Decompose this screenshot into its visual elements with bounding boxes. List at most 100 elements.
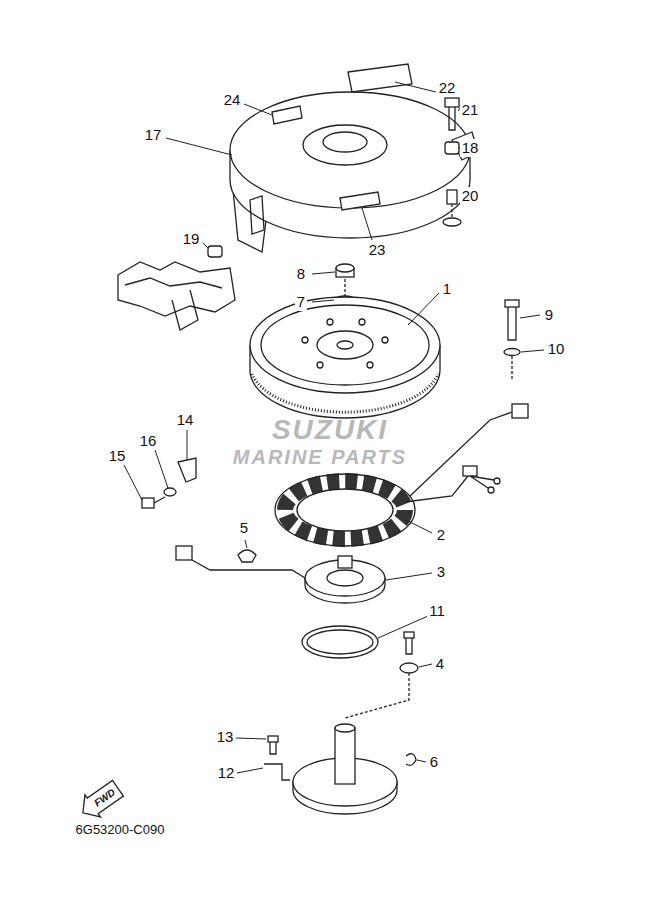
leader-line — [406, 520, 432, 533]
flywheel — [317, 331, 373, 359]
flywheel-bolt — [504, 349, 520, 356]
cover-fasteners — [445, 142, 459, 154]
leader-line — [378, 616, 428, 638]
side-fasteners — [142, 458, 196, 508]
cover-fasteners — [449, 107, 455, 130]
side-fasteners — [178, 458, 196, 482]
engine-bracket — [118, 262, 235, 316]
base-plate — [406, 638, 412, 654]
arrow-outline — [75, 777, 126, 824]
pulser-coil — [238, 550, 256, 562]
base-plate — [400, 663, 418, 673]
callout-number: 22 — [437, 79, 458, 98]
flywheel — [359, 319, 365, 325]
base-plate — [264, 764, 290, 780]
flywheel — [337, 341, 353, 349]
side-fasteners — [142, 498, 154, 508]
flywheel-cover — [323, 132, 367, 152]
pulser-coil — [176, 546, 192, 560]
direction-arrow: FWD — [77, 780, 123, 820]
base-plate — [335, 724, 355, 732]
watermark: SUZUKI — [270, 414, 390, 447]
callout-number: 9 — [543, 306, 555, 325]
cover-fasteners — [447, 190, 457, 204]
base-plate — [404, 632, 414, 638]
callout-number: 18 — [460, 139, 481, 158]
leader-line — [166, 138, 232, 155]
leader-line — [245, 540, 247, 548]
pulser-coil — [176, 546, 385, 603]
flywheel-cover — [230, 92, 470, 208]
callout-number: 21 — [460, 101, 481, 120]
flywheel-cover — [348, 64, 412, 92]
flywheel-cover — [250, 196, 264, 234]
leader-line — [124, 465, 142, 500]
flywheel — [261, 305, 429, 385]
callout-number: 14 — [175, 411, 196, 430]
leader-line — [419, 664, 432, 667]
leader-line — [520, 315, 540, 318]
callout-number: 16 — [138, 432, 159, 451]
engine-bracket — [172, 290, 198, 330]
leader-line — [236, 738, 266, 739]
leader-line — [312, 300, 334, 302]
leader-line — [187, 430, 188, 460]
callout-number: 19 — [181, 230, 202, 249]
callout-number: 10 — [546, 340, 567, 359]
callout-number: 24 — [222, 91, 243, 110]
callout-number: 7 — [295, 293, 307, 312]
leader-line — [395, 82, 436, 92]
callout-number: 17 — [143, 126, 164, 145]
stator-assembly — [275, 474, 415, 546]
leader-line — [417, 760, 426, 762]
callout-number: 13 — [215, 728, 236, 747]
leader-line — [362, 208, 372, 240]
leader-line — [521, 350, 544, 352]
flywheel-bolt — [505, 300, 519, 307]
cover-fasteners — [208, 98, 461, 257]
flywheel — [250, 297, 440, 393]
callout-number: 20 — [460, 187, 481, 206]
flywheel — [367, 362, 373, 368]
leader-line — [244, 104, 272, 115]
stator-assembly — [470, 476, 494, 488]
leader-line — [155, 450, 168, 488]
pulser-coil — [327, 570, 363, 586]
diagram-code: 6G53200-C090 — [74, 822, 167, 838]
leader-line — [237, 768, 263, 773]
stator-assembly — [512, 404, 528, 418]
flywheel — [250, 264, 440, 418]
flywheel — [317, 362, 323, 368]
callout-number: 6 — [428, 753, 440, 772]
stator-assembly — [463, 466, 477, 476]
callout-number: 5 — [238, 519, 250, 538]
pulser-coil — [338, 556, 352, 568]
stator-assembly — [410, 412, 512, 496]
leader-line — [312, 272, 335, 274]
stator-assembly — [494, 478, 500, 484]
side-fasteners — [164, 488, 176, 496]
flywheel — [252, 374, 438, 412]
base-plate — [270, 742, 276, 754]
flywheel-bolt — [504, 300, 520, 380]
callout-number: 1 — [441, 280, 453, 299]
base-plate — [264, 632, 418, 814]
flywheel — [382, 337, 388, 343]
flywheel — [327, 319, 333, 325]
retaining-ring — [302, 626, 378, 658]
flywheel-cover — [272, 106, 302, 124]
flywheel-bolt — [511, 356, 512, 380]
flywheel-cover — [340, 192, 380, 210]
cover-fasteners — [451, 204, 452, 218]
leader-line — [124, 82, 544, 773]
base-plate — [268, 736, 278, 742]
callout-number: 2 — [435, 526, 447, 545]
leader-line — [203, 243, 208, 248]
engine-bracket — [125, 278, 222, 288]
flywheel-cover — [303, 125, 387, 165]
retaining-ring — [307, 630, 373, 654]
callout-number: 4 — [434, 655, 446, 674]
callout-number: 12 — [216, 764, 237, 783]
callout-number: 15 — [107, 447, 128, 466]
